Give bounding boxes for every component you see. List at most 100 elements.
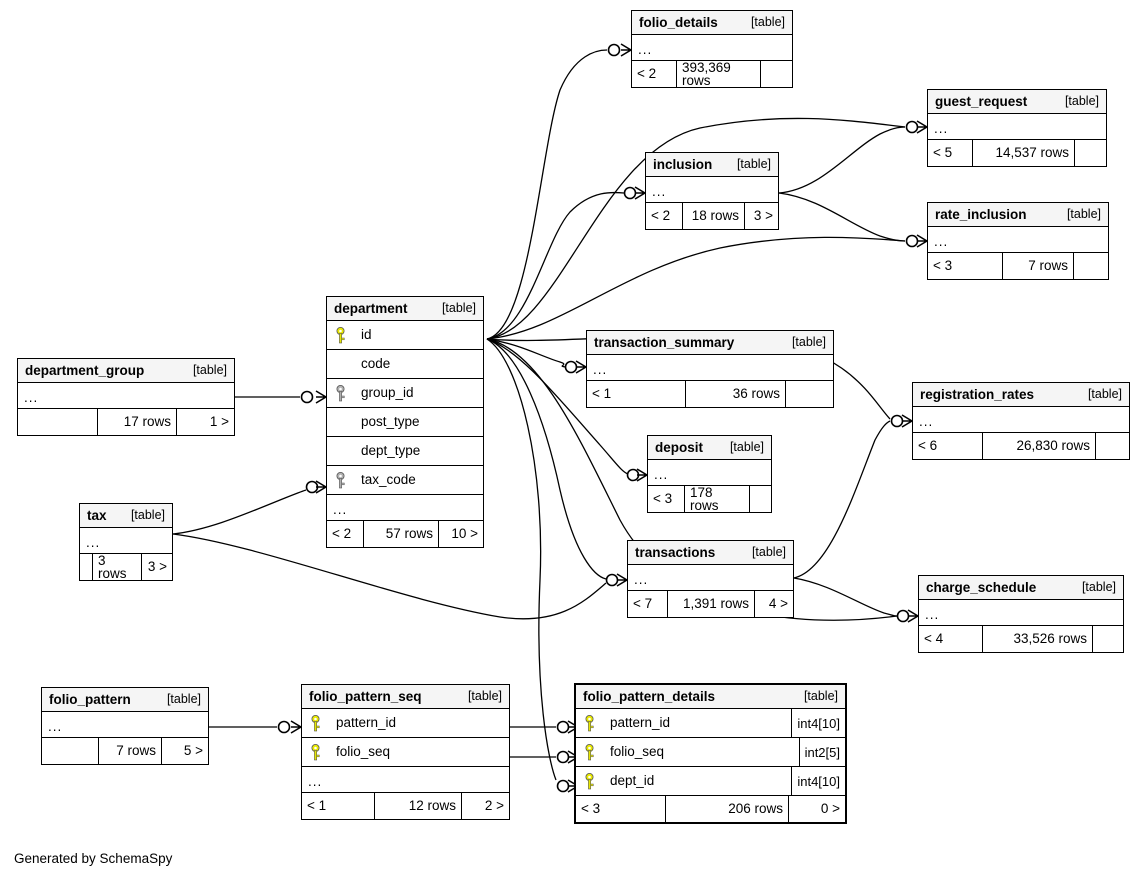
- primary-key-icon: [336, 326, 345, 343]
- primary-key-icon: [585, 714, 594, 731]
- primary-key-icon: [311, 743, 320, 760]
- table-title-department: department[table]: [327, 297, 483, 321]
- column-row-dept_type[interactable]: dept_type: [327, 437, 483, 466]
- outgoing-relations-count: [1093, 626, 1123, 652]
- column-row-group_id[interactable]: group_id: [327, 379, 483, 408]
- column-row-pattern_id[interactable]: pattern_id: [302, 709, 509, 738]
- column-type-label: int4[10]: [791, 767, 845, 795]
- table-type-tag: [table]: [750, 15, 785, 30]
- row-count-label: 206 rows: [666, 796, 789, 822]
- more-columns-ellipsis: ...: [928, 114, 1106, 140]
- column-name-label: pattern_id: [610, 716, 671, 730]
- table-name-label: transactions: [635, 544, 716, 560]
- outgoing-relations-count: 4 >: [768, 596, 788, 612]
- incoming-relations-count: < 3: [648, 486, 685, 512]
- key-cell: [576, 714, 602, 732]
- table-title-department_group: department_group[table]: [18, 359, 234, 383]
- incoming-relations-count: < 7: [628, 591, 668, 617]
- column-row-id[interactable]: id: [327, 321, 483, 350]
- column-row-code[interactable]: code: [327, 350, 483, 379]
- row-count-label: 36 rows: [686, 381, 786, 407]
- column-name-label: tax_code: [361, 473, 416, 487]
- more-columns-ellipsis: ...: [646, 177, 778, 203]
- table-title-guest_request: guest_request[table]: [928, 90, 1106, 114]
- more-columns-ellipsis: ...: [587, 355, 833, 381]
- table-type-tag: [table]: [1087, 387, 1122, 402]
- table-title-folio_pattern_details: folio_pattern_details [table]: [576, 685, 845, 709]
- more-columns-ellipsis: ...: [648, 460, 771, 486]
- table-type-tag: [table]: [1064, 94, 1099, 109]
- column-row-tax_code[interactable]: tax_code: [327, 466, 483, 495]
- column-name-label: id: [361, 328, 372, 342]
- primary-key-icon: [585, 743, 594, 760]
- more-columns-ellipsis: ...: [632, 35, 792, 61]
- table-type-tag: [table]: [751, 545, 786, 560]
- incoming-relations-count: < 6: [913, 433, 983, 459]
- more-columns-ellipsis: ...: [913, 407, 1129, 433]
- incoming-relations-count: [80, 554, 93, 580]
- table-type-tag: [table]: [1066, 207, 1101, 222]
- outgoing-relations-count: 3 >: [147, 559, 167, 575]
- row-count-label: 33,526 rows: [983, 626, 1093, 652]
- outgoing-relations-count: 3 >: [753, 208, 773, 224]
- column-name-label: code: [361, 357, 391, 371]
- more-columns-ellipsis: ...: [928, 227, 1108, 253]
- incoming-relations-count: [18, 409, 98, 435]
- incoming-relations-count: < 2: [327, 521, 364, 547]
- key-cell: [576, 772, 602, 790]
- table-name-label: folio_pattern_details: [583, 688, 716, 704]
- outgoing-relations-count: [1096, 433, 1129, 459]
- table-name-label: tax: [87, 507, 107, 523]
- table-type-tag: [table]: [1081, 580, 1116, 595]
- primary-key-icon: [311, 714, 320, 731]
- incoming-relations-count: < 2: [646, 203, 683, 229]
- column-row-post_type[interactable]: post_type: [327, 408, 483, 437]
- outgoing-relations-count: [761, 61, 792, 87]
- table-type-tag: [table]: [166, 692, 201, 707]
- row-count-label: 26,830 rows: [983, 433, 1096, 459]
- table-type-tag: [table]: [729, 440, 764, 455]
- table-type-tag: [table]: [441, 301, 476, 316]
- column-row-folio_seq[interactable]: folio_seq: [302, 738, 509, 767]
- incoming-relations-count: < 2: [632, 61, 677, 87]
- incoming-relations-count: < 3: [928, 253, 1003, 279]
- table-type-tag: [table]: [791, 335, 826, 350]
- outgoing-relations-count: 0 >: [820, 801, 840, 817]
- column-type-label: int4[10]: [791, 709, 845, 737]
- column-name-label: group_id: [361, 386, 414, 400]
- table-node-department[interactable]: department[table] id code group_id post_type…: [326, 296, 484, 548]
- column-row-pattern_id[interactable]: pattern_id int4[10]: [576, 709, 845, 738]
- primary-key-icon: [585, 772, 594, 789]
- row-count-label: 57 rows: [364, 521, 439, 547]
- outgoing-relations-count: 1 >: [209, 414, 229, 430]
- table-name-label: folio_pattern: [49, 691, 131, 707]
- table-type-tag: [table]: [803, 689, 838, 704]
- more-columns-ellipsis: ...: [80, 528, 172, 554]
- column-name-label: folio_seq: [610, 745, 665, 759]
- row-count-label: 14,537 rows: [973, 140, 1075, 166]
- key-cell: [302, 743, 328, 761]
